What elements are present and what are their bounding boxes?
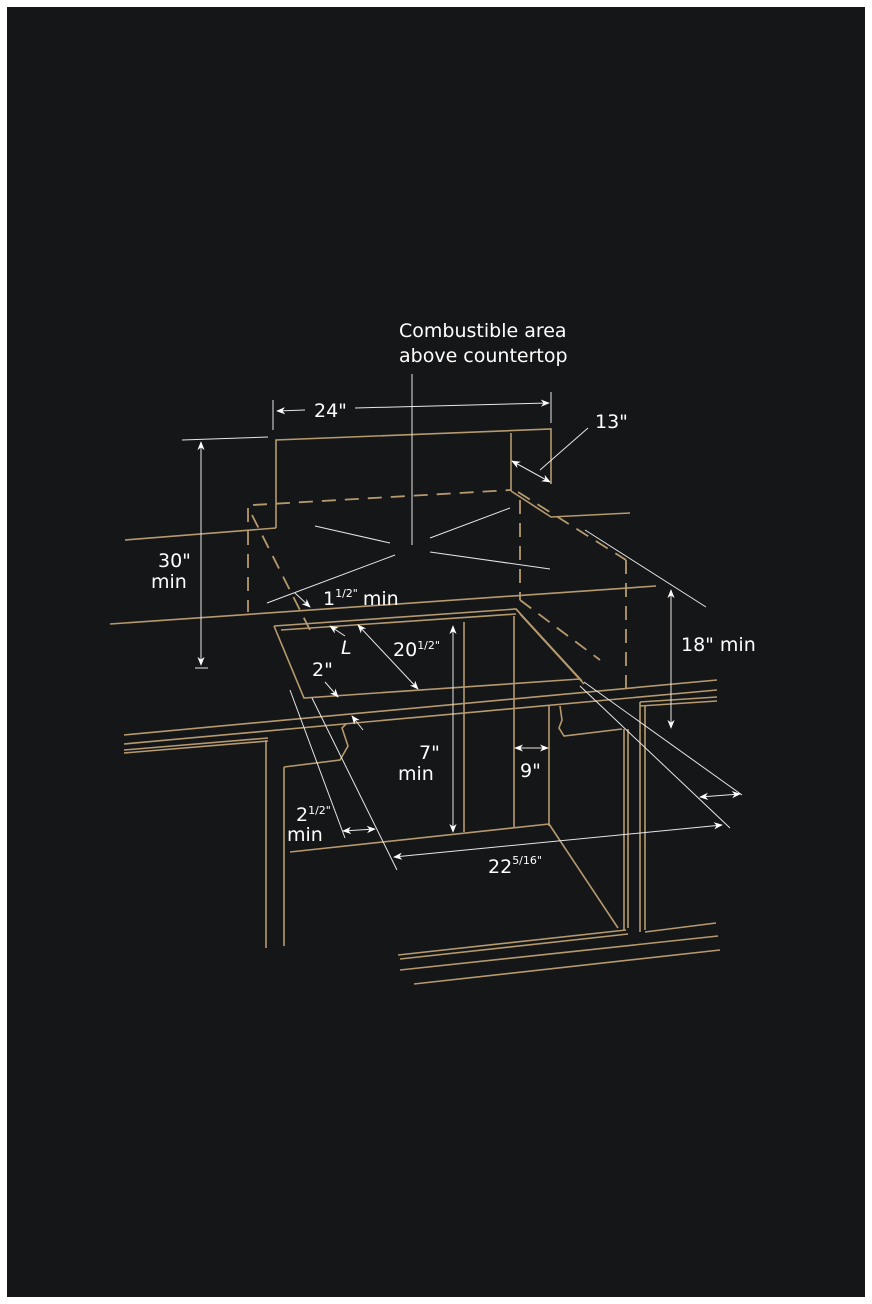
label-side-clearance-left: 21/2" [296,804,331,826]
label-drawer-offset-9: 9" [520,760,541,782]
label-front-edge-2: 2" [312,659,333,681]
label-front-clearance: 11/2"min [323,587,399,610]
label-below-depth-min: min [398,763,434,785]
title-line-2: above countertop [399,345,568,367]
label-width-24: 24" [314,400,347,422]
label-lip-L: L [341,637,352,659]
diagram-panel [7,7,865,1297]
label-depth-13: 13" [595,411,628,433]
dimension-lines [181,374,743,871]
label-cutout-width: 225/16" [488,854,542,878]
label-below-depth-7: 7" [419,742,440,764]
label-side-clearance-18: 18"min [681,634,756,656]
base-cabinet-outline [265,616,721,985]
label-height-30: 30" [158,550,191,572]
label-cutout-depth: 201/2" [393,639,440,661]
label-height-30-min: min [151,571,187,593]
title-line-1: Combustible area [399,320,567,342]
wall-cabinet-outline [124,428,631,690]
label-side-clearance-left-min: min [287,824,323,846]
